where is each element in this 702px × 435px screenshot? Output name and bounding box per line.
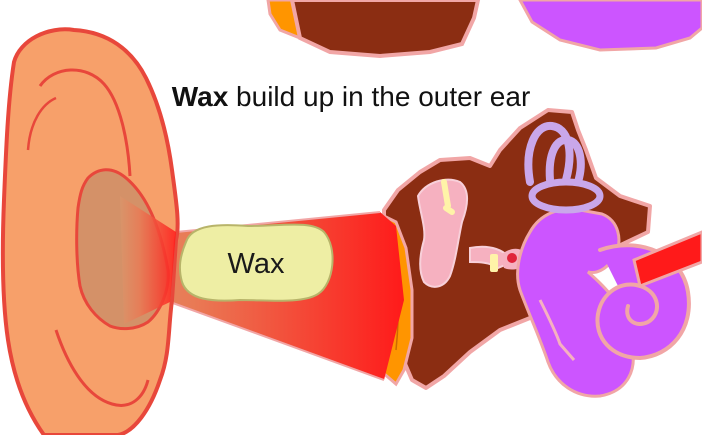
caption-text: build up in the outer ear — [228, 81, 530, 112]
top-middle-ear-fragment — [268, 0, 478, 56]
top-inner-ear-fragment — [520, 0, 702, 50]
wax-label: Wax — [218, 246, 294, 282]
diagram-caption: Wax build up in the outer ear — [0, 80, 702, 114]
caption-bold-word: Wax — [172, 81, 229, 112]
